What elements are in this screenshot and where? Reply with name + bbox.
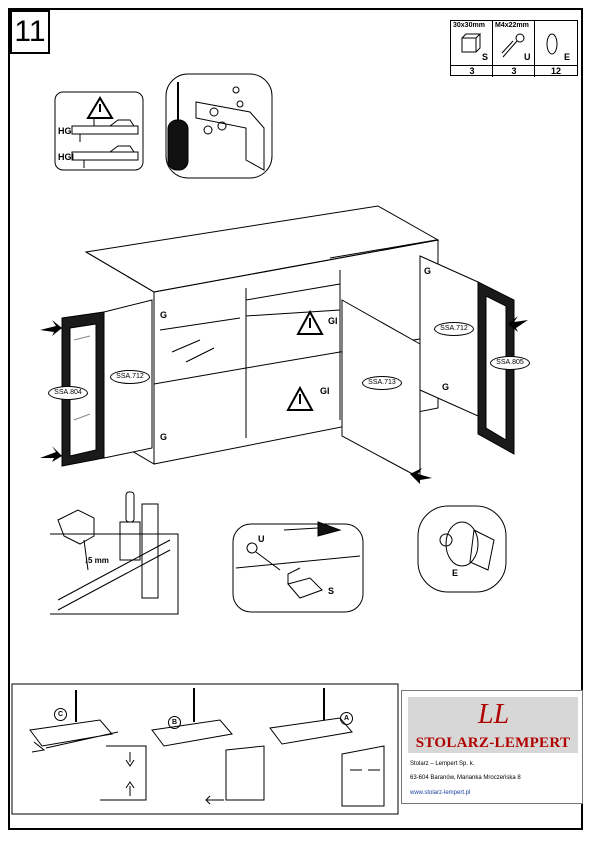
- knob-label-u: U: [258, 534, 265, 544]
- company-name: STOLARZ-LEMPERT: [415, 735, 571, 751]
- step-number: 11: [10, 10, 50, 54]
- door-label-right-outer: SSA.805: [490, 356, 530, 370]
- warning-icon: [286, 309, 324, 411]
- company-logo: LL STOLARZ-LEMPERT: [408, 697, 578, 753]
- screw-u-icon: [501, 33, 525, 58]
- parts-col-s-letter: S: [482, 52, 489, 62]
- arrow-icons: [40, 316, 528, 484]
- company-website[interactable]: www.stolarz-lempert.pl: [410, 790, 471, 796]
- door-label-left-inner: SSA.712: [110, 370, 150, 384]
- bumper-detail: [417, 505, 507, 593]
- adjust-label-c: C: [54, 708, 67, 721]
- bumper-label-e: E: [452, 568, 459, 578]
- company-line-1: Stolarz – Lempert Sp. k.: [410, 761, 475, 767]
- cabinet: [84, 205, 440, 465]
- hinge-mark-gi-bottom: GI: [320, 386, 330, 396]
- parts-col-e-qty: 12: [535, 65, 577, 76]
- parts-col-u-qty: 3: [493, 65, 535, 76]
- hinge-adjust-panel: [11, 683, 399, 815]
- drill-detail: [50, 491, 179, 615]
- hinge-mark-g-top-left: G: [160, 310, 168, 320]
- hinge-types-panel: [54, 91, 144, 171]
- door-label-left-outer: SSA.804: [48, 386, 88, 400]
- adjust-label-b: B: [168, 716, 181, 729]
- parts-table: 30x30mm S 3 M4x22mm U 3 E 12: [450, 20, 578, 77]
- door-left-outer: [61, 311, 105, 467]
- hinge-mark-g-bottom-left: G: [160, 432, 168, 442]
- drill-size-label: ↓5 mm: [84, 556, 109, 565]
- parts-col-s-header: 30x30mm: [453, 22, 485, 29]
- page-frame: [8, 8, 583, 830]
- knob-s-icon: [461, 33, 482, 53]
- company-block: LL STOLARZ-LEMPERT Stolarz – Lempert Sp.…: [401, 690, 583, 804]
- adjust-label-a: A: [340, 712, 353, 725]
- drill-size-text: 5 mm: [88, 556, 109, 565]
- door-label-right-inner: SSA.712: [434, 322, 474, 336]
- parts-col-s-qty: 3: [451, 65, 493, 76]
- hinge-screw-panel: [165, 73, 273, 179]
- logo-letters: LL: [478, 699, 510, 730]
- hinge-mark-g-bottom-right: G: [442, 382, 450, 392]
- parts-col-e-letter: E: [564, 52, 571, 62]
- bumper-e-icon: [546, 33, 558, 55]
- door-label-center: SSA.713: [362, 376, 402, 390]
- company-line-2: 63-604 Baranów, Marianka Mroczeńska 8: [410, 775, 521, 781]
- knob-label-s: S: [328, 586, 335, 596]
- knob-detail: [232, 521, 364, 613]
- parts-col-u-letter: U: [524, 52, 531, 62]
- door-right-inner: [419, 255, 479, 417]
- hinge-mark-gi-top: GI: [328, 316, 338, 326]
- hinge-mark-g-top-right: G: [424, 266, 432, 276]
- hinge-label-hg: HG: [58, 126, 72, 136]
- parts-col-u-header: M4x22mm: [495, 22, 529, 29]
- hinge-label-hgi: HGI: [58, 152, 75, 162]
